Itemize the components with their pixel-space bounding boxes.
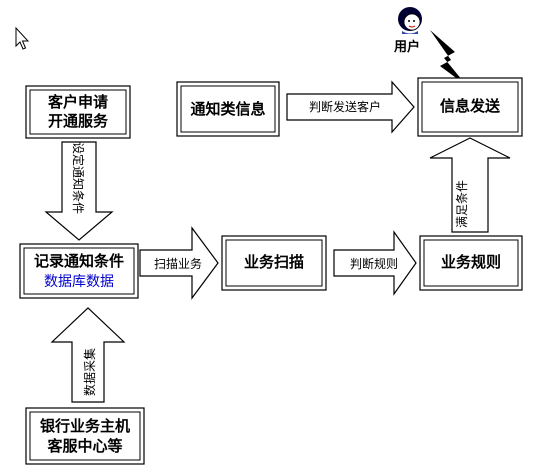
user-avatar-icon [398,7,422,34]
arrow-judge-rules: 判断规则 [333,230,417,296]
info-send-label: 信息发送 [440,97,501,115]
arrow-scan-business-label: 扫描业务 [154,256,202,271]
lightning-signal-icon [430,30,467,86]
user-label: 用户 [393,39,420,55]
customer-apply-line2: 开通服务 [48,112,109,130]
arrow-scan-business: 扫描业务 [139,226,219,300]
arrow-data-collect-label: 数据采集 [82,348,97,396]
arrow-meet-condition-label: 满足条件 [455,180,469,228]
arrow-judge-send-customer: 判断发送客户 [286,80,415,134]
customer-apply-line1: 客户申请 [47,93,108,111]
customer-apply-box: 客户申请 开通服务 [25,85,131,139]
bank-host-box: 银行业务主机 客服中心等 [25,407,145,465]
arrow-set-notify-condition: 设定通知条件 [44,141,114,241]
bank-host-line1: 银行业务主机 [40,417,130,435]
business-rules-box: 业务规则 [419,235,523,291]
record-conditions-box: 记录通知条件 数据库数据 [19,243,139,299]
arrow-data-collect: 数据采集 [50,307,126,403]
record-conditions-line2: 数据库数据 [44,274,114,290]
arrow-meet-condition: 满足条件 [429,137,511,233]
notify-info-box: 通知类信息 [176,81,280,137]
record-conditions-line1: 记录通知条件 [34,252,124,270]
business-rules-label: 业务规则 [441,253,501,271]
business-scan-box: 业务扫描 [221,235,327,291]
bank-host-line2: 客服中心等 [46,437,122,455]
arrow-judge-send-customer-label: 判断发送客户 [309,99,381,114]
business-scan-label: 业务扫描 [244,253,304,271]
notify-info-label: 通知类信息 [190,100,265,118]
arrow-judge-rules-label: 判断规则 [350,256,398,271]
cursor-arrow-icon [15,26,30,50]
info-send-box: 信息发送 [417,77,523,137]
arrow-set-notify-condition-label: 设定通知条件 [71,142,86,214]
